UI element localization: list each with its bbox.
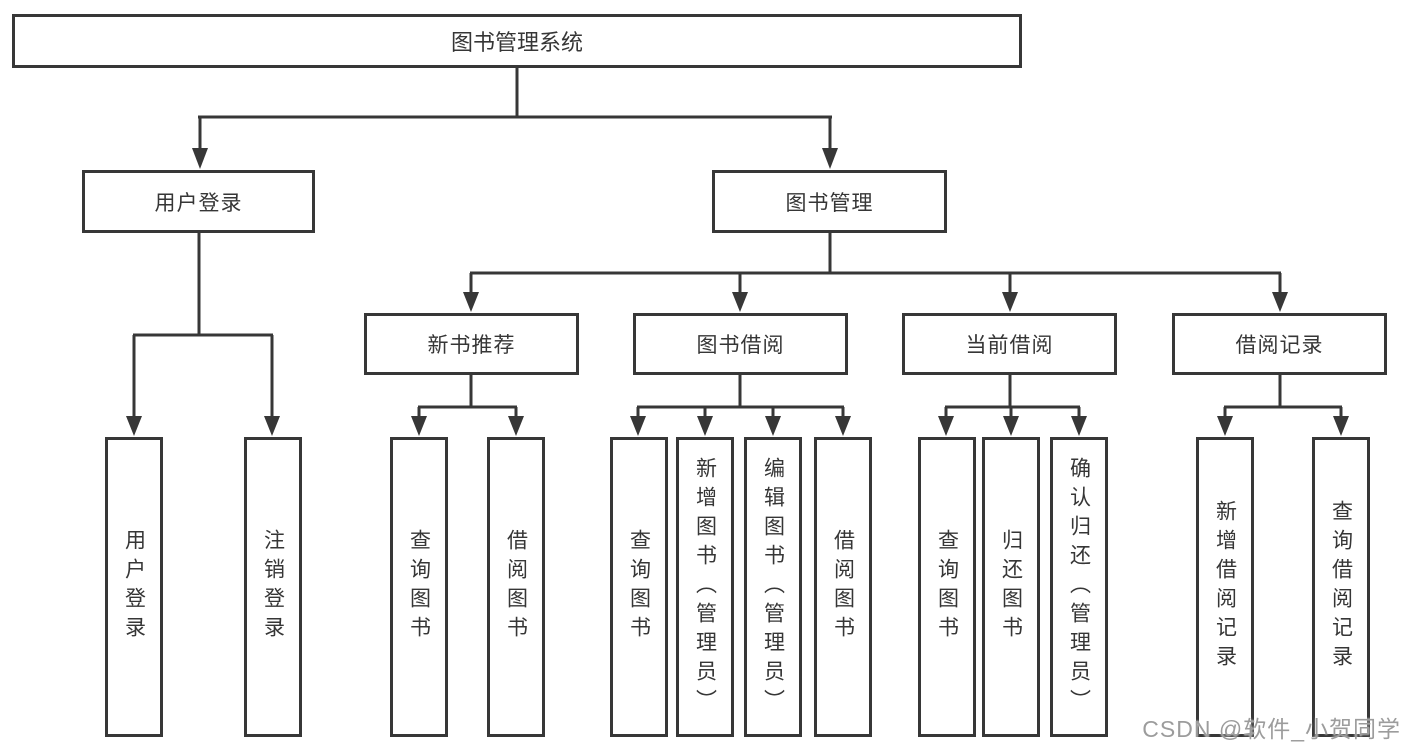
- connector-userlogin-to-leaves: [132, 233, 274, 417]
- leaf-logout: 注销登录: [244, 437, 302, 737]
- arrowhead: [1002, 292, 1018, 312]
- node-label: 新增借阅记录: [1213, 500, 1237, 674]
- arrowhead: [264, 416, 280, 436]
- node-label: 借阅图书: [831, 529, 855, 645]
- node-label: 确认归还（管理员）: [1067, 456, 1091, 718]
- connector-root-to-level2: [198, 68, 832, 150]
- leaf-add-borrow-record: 新增借阅记录: [1196, 437, 1254, 737]
- leaf-user-login: 用户登录: [105, 437, 163, 737]
- node-label: 用户登录: [154, 191, 243, 215]
- node-label: 图书管理: [785, 191, 874, 215]
- node-label: 图书借阅: [696, 334, 785, 357]
- arrowhead: [1217, 416, 1233, 436]
- leaf-borrow-books-recommend: 借阅图书: [487, 437, 545, 737]
- leaf-edit-books-admin: 编辑图书（管理员）: [744, 437, 802, 737]
- leaf-add-books-admin: 新增图书（管理员）: [676, 437, 734, 737]
- arrowhead: [463, 292, 479, 312]
- connector-records-to-leaves: [1223, 375, 1343, 417]
- leaf-return-books: 归还图书: [982, 437, 1040, 737]
- node-new-book-recommend: 新书推荐: [364, 313, 579, 375]
- arrowhead: [1003, 416, 1019, 436]
- arrowhead: [765, 416, 781, 436]
- leaf-borrow-books: 借阅图书: [814, 437, 872, 737]
- node-label: 借阅记录: [1235, 334, 1324, 357]
- leaf-query-books-current: 查询图书: [918, 437, 976, 737]
- arrowhead: [822, 148, 838, 169]
- node-current-borrowing: 当前借阅: [902, 313, 1117, 375]
- node-library-management-system: 图书管理系统: [12, 14, 1022, 68]
- node-book-borrowing: 图书借阅: [633, 313, 848, 375]
- node-user-login: 用户登录: [82, 170, 315, 233]
- csdn-watermark: CSDN @软件_小贺同学: [1142, 716, 1401, 742]
- arrowhead: [630, 416, 646, 436]
- node-label: 查询图书: [407, 529, 431, 645]
- arrowheads: [126, 148, 1349, 436]
- connector-strokes: [132, 68, 1343, 417]
- arrowhead: [1272, 292, 1288, 312]
- node-label: 注销登录: [261, 529, 285, 645]
- arrowhead: [126, 416, 142, 436]
- arrowhead: [835, 416, 851, 436]
- arrowhead: [411, 416, 427, 436]
- node-label: 新增图书（管理员）: [693, 456, 717, 718]
- arrowhead: [732, 292, 748, 312]
- node-label: 新书推荐: [427, 334, 516, 357]
- leaf-query-books-recommend: 查询图书: [390, 437, 448, 737]
- node-label: 借阅图书: [504, 529, 528, 645]
- arrowhead: [508, 416, 524, 436]
- node-label: 用户登录: [122, 529, 146, 645]
- connector-bookmgmt-to-level3: [469, 233, 1282, 294]
- connector-borrowing-to-leaves: [636, 375, 845, 417]
- connector-newbooks-to-leaves: [417, 375, 518, 417]
- node-label: 查询图书: [935, 529, 959, 645]
- node-label: 归还图书: [999, 529, 1023, 645]
- leaf-confirm-return-admin: 确认归还（管理员）: [1050, 437, 1108, 737]
- node-label: 查询借阅记录: [1329, 500, 1353, 674]
- node-book-management: 图书管理: [712, 170, 947, 233]
- arrowhead: [697, 416, 713, 436]
- arrowhead: [192, 148, 208, 169]
- connector-current-to-leaves: [944, 375, 1081, 417]
- leaf-query-books-borrowing: 查询图书: [610, 437, 668, 737]
- leaf-query-borrow-record: 查询借阅记录: [1312, 437, 1370, 737]
- arrowhead: [1071, 416, 1087, 436]
- arrowhead: [1333, 416, 1349, 436]
- node-label: 编辑图书（管理员）: [761, 456, 785, 718]
- arrowhead: [938, 416, 954, 436]
- node-label: 查询图书: [627, 529, 651, 645]
- node-borrow-records: 借阅记录: [1172, 313, 1387, 375]
- node-label: 当前借阅: [965, 334, 1054, 357]
- node-label: 图书管理系统: [450, 30, 583, 55]
